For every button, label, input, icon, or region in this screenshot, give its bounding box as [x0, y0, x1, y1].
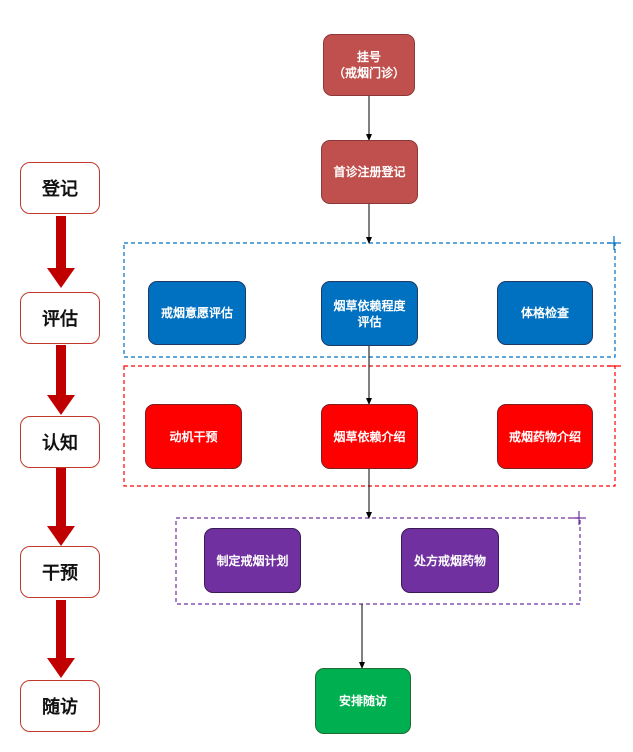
step-drug-intro: 戒烟药物介绍 [497, 404, 593, 469]
stage-label: 随访 [42, 697, 78, 718]
step-label: 戒烟意愿评估 [160, 306, 233, 320]
step-first-visit: 首诊注册登记 [321, 140, 418, 204]
stage-arrows [47, 216, 75, 678]
stage-register: 登记 [20, 162, 100, 214]
step-label: 烟草依赖介绍 [333, 429, 406, 444]
step-dependence-intro: 烟草依赖介绍 [321, 404, 418, 469]
step-label: 评估 [357, 314, 382, 329]
step-label: 制定戒烟计划 [216, 553, 289, 568]
step-physical-exam: 体格检查 [497, 281, 593, 345]
stage-cognition: 认知 [20, 416, 100, 468]
step-assess-dependence: 烟草依赖程度 评估 [321, 281, 418, 346]
step-label: 烟草依赖程度 [333, 298, 406, 313]
step-label: 挂号 [356, 50, 381, 64]
step-label: 首诊注册登记 [333, 165, 406, 179]
step-label: 体格检查 [520, 306, 569, 320]
stage-label: 评估 [42, 309, 78, 330]
step-assess-willingness: 戒烟意愿评估 [148, 281, 246, 345]
step-register: 挂号 （戒烟门诊） [323, 34, 415, 96]
step-label: 戒烟药物介绍 [508, 429, 581, 444]
step-make-plan: 制定戒烟计划 [204, 528, 301, 593]
stage-label: 登记 [42, 179, 78, 200]
stage-intervention: 干预 [20, 546, 100, 598]
stage-label: 干预 [42, 563, 78, 584]
step-label: 安排随访 [338, 694, 387, 708]
step-label: 动机干预 [169, 429, 218, 444]
step-label: 处方戒烟药物 [413, 553, 486, 568]
stage-assess: 评估 [20, 292, 100, 344]
step-motivation: 动机干预 [145, 404, 242, 469]
step-prescribe: 处方戒烟药物 [401, 528, 499, 593]
stage-label: 认知 [42, 433, 78, 454]
step-follow-up: 安排随访 [315, 668, 411, 734]
step-label: （戒烟门诊） [332, 66, 405, 80]
stage-follow-up: 随访 [20, 680, 100, 732]
